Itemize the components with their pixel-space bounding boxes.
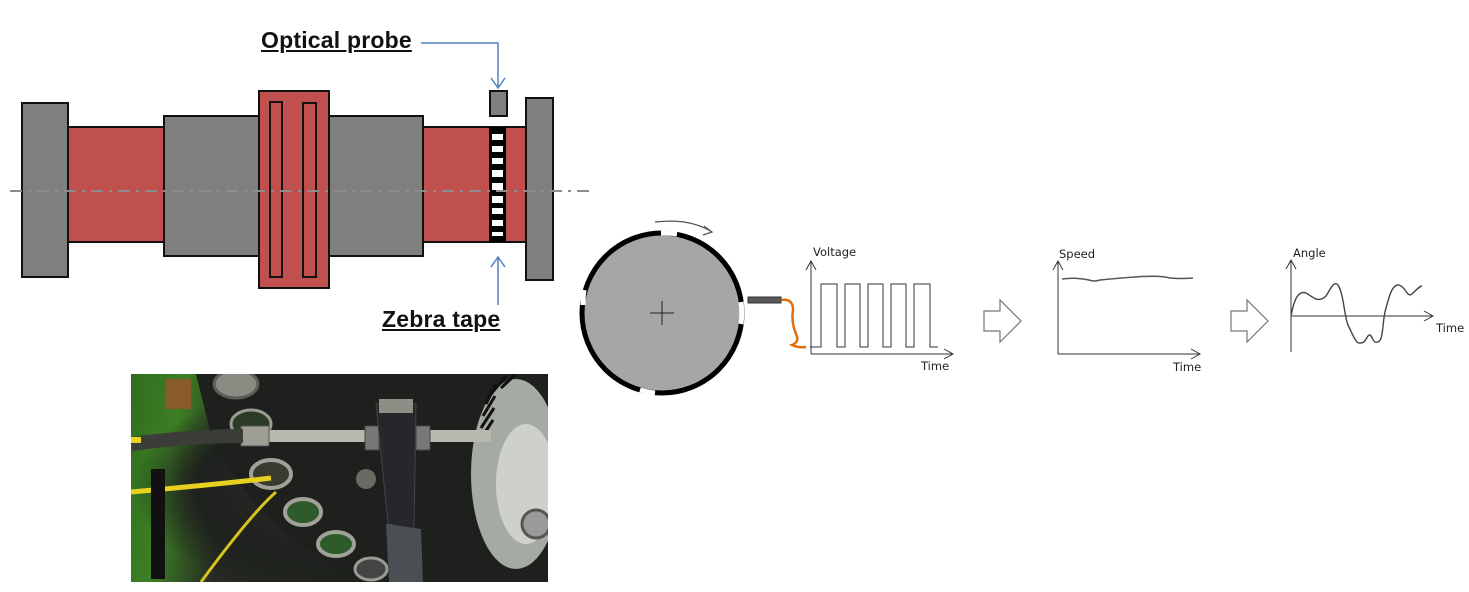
process-arrow-icon-1 [983, 298, 1022, 344]
process-arrow-icon-2 [1230, 298, 1269, 344]
voltage-axis-label: Voltage [813, 245, 857, 259]
speed-chart [1052, 259, 1202, 360]
angle-curve [1290, 283, 1423, 344]
angle-time-axis-label: Time [1436, 321, 1465, 335]
encoder-probe [747, 296, 782, 304]
rotation-arrow-icon [654, 220, 714, 236]
speed-axis-label: Speed [1059, 247, 1096, 261]
voltage-time-axis-label: Time [921, 359, 950, 373]
encoder-disc [579, 230, 745, 396]
optical-probe-label: Optical probe [261, 27, 412, 53]
speed-curve [1061, 275, 1194, 282]
probe-cable [780, 298, 807, 349]
speed-time-axis-label: Time [1173, 360, 1202, 374]
optical-probe-head [489, 90, 508, 117]
angle-chart [1285, 258, 1435, 352]
optical-probe-leader-arrow-icon [421, 42, 506, 90]
right-gray-block [328, 115, 424, 257]
right-shaft-section [422, 126, 527, 243]
left-gray-block [163, 115, 260, 257]
probe-photo-illustration [131, 374, 548, 582]
zebra-tape-leader-arrow-icon [490, 255, 506, 305]
right-flange [525, 97, 554, 281]
probe-photo [131, 374, 548, 582]
zebra-tape-label: Zebra tape [382, 306, 501, 332]
zebra-tape [489, 127, 506, 242]
voltage-chart [805, 259, 955, 360]
left-shaft-section [67, 126, 165, 243]
voltage-pulse-train [810, 283, 938, 348]
coupling-slot-left [269, 101, 283, 278]
angle-axis-label: Angle [1293, 246, 1326, 260]
